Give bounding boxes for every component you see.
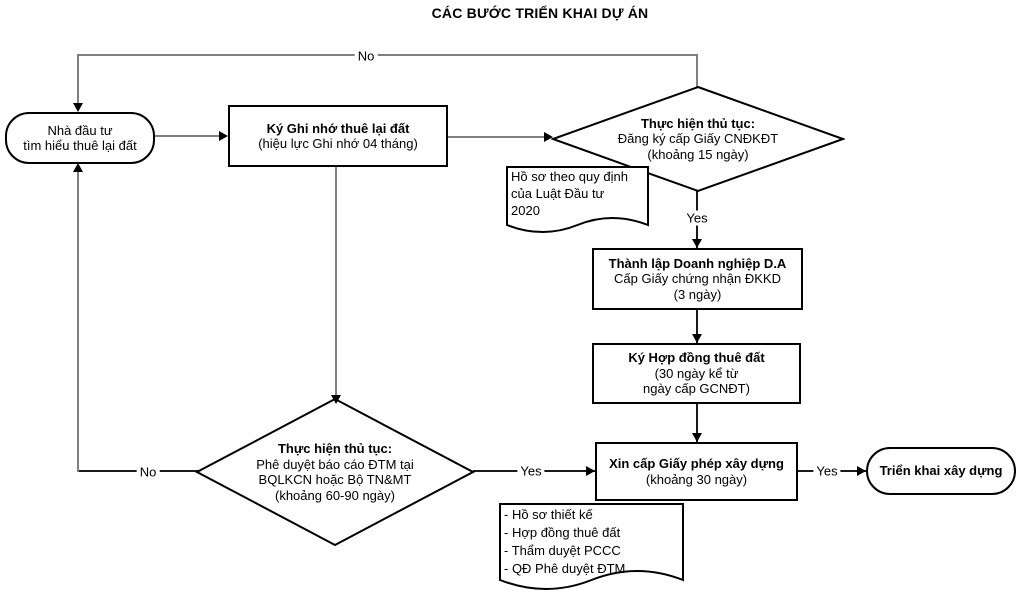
node-establish-company-line3: (3 ngày) (673, 286, 722, 302)
node-building-permit-line1: Xin cấp Giấy phép xây dựng (609, 456, 784, 471)
connector-mou-to-irc (448, 136, 546, 138)
node-decision-irc-text: Thực hiện thủ tục: Đăng ký cấp Giấy CNĐK… (576, 98, 820, 180)
connector-no-top-horizontal (77, 54, 698, 56)
label-yes-eia: Yes (517, 463, 545, 479)
label-no-left: No (136, 464, 160, 480)
node-establish-company-line1: Thành lập Doanh nghiệp D.A (608, 255, 787, 271)
node-establish-company: Thành lập Doanh nghiệp D.A Cấp Giấy chứn… (592, 248, 803, 310)
node-building-permit: Xin cấp Giấy phép xây dựng (khoảng 30 ng… (595, 442, 798, 501)
doc-permit-dossier-line4: - QĐ Phê duyệt ĐTM (504, 561, 626, 576)
node-decision-irc-diamond (551, 85, 845, 193)
node-sign-mou-line1: Ký Ghi nhớ thuê lại đất (266, 120, 410, 136)
node-doc-permit-dossier: - Hồ sơ thiết kế - Hợp đồng thuê đất - T… (498, 502, 685, 602)
node-end-construction-line1: Triển khai xây dựng (879, 463, 1003, 479)
diagram-title: CÁC BƯỚC TRIỂN KHAI DỰ ÁN (431, 5, 649, 21)
node-end-construction: Triển khai xây dựng (866, 447, 1016, 495)
node-sign-land-lease-line1: Ký Hợp đồng thuê đất (628, 350, 765, 366)
doc-investment-law-line3: 2020 (511, 203, 540, 218)
connector-no-top-left-vertical (77, 54, 79, 104)
connector-mou-to-eia (335, 167, 337, 397)
connector-no-top-right-vertical (696, 54, 698, 88)
arrowhead-into-irc (544, 132, 553, 142)
node-decision-eia-line4: (khoảng 60-90 ngày) (275, 487, 395, 503)
arrowhead-into-mou (219, 131, 228, 141)
connector-start-to-mou (155, 135, 221, 137)
node-decision-irc-line2: Đăng ký cấp Giấy CNĐKĐT (617, 131, 779, 147)
connector-establish-to-lease (696, 310, 698, 343)
doc-investment-law-line2: của Luật Đầu tư (511, 186, 605, 201)
node-sign-mou: Ký Ghi nhớ thuê lại đất (hiệu lực Ghi nh… (228, 105, 448, 167)
node-establish-company-line2: Cấp Giấy chứng nhận ĐKKD (614, 271, 781, 287)
connector-no-left-vertical (77, 166, 79, 472)
node-sign-land-lease: Ký Hợp đồng thuê đất (30 ngày kể từ ngày… (592, 343, 801, 404)
node-sign-land-lease-line3: ngày cấp GCNĐT) (643, 381, 750, 397)
doc-permit-dossier-line2: - Hợp đồng thuê đất (504, 525, 621, 540)
node-decision-eia-diamond (195, 397, 475, 547)
node-decision-eia-text: Thực hiện thủ tục: Phê duyệt báo cáo ĐTM… (215, 430, 455, 514)
document-shape-icon (499, 503, 684, 590)
node-doc-investment-law: Hồ sơ theo quy định của Luật Đầu tư 2020 (505, 165, 650, 241)
label-yes-permit: Yes (813, 463, 841, 479)
node-start-line2: tìm hiểu thuê lại đất (23, 138, 137, 153)
arrowhead-into-establish (692, 239, 702, 248)
arrowhead-into-permit-left (586, 466, 595, 476)
node-decision-eia-line1: Thực hiện thủ tục: (277, 441, 393, 456)
label-yes-irc: Yes (683, 210, 711, 226)
arrowhead-into-permit-top (692, 433, 702, 442)
doc-permit-dossier-line1: - Hồ sơ thiết kế (504, 507, 593, 522)
arrowhead-into-start-bottom (73, 163, 83, 172)
connector-lease-to-permit (696, 404, 698, 442)
arrowhead-into-end (857, 466, 866, 476)
arrowhead-into-eia (331, 395, 341, 404)
node-sign-land-lease-line2: (30 ngày kể từ (654, 365, 739, 381)
node-decision-eia-line3: BQLKCN hoặc Bộ TN&MT (258, 472, 412, 487)
label-no-top: No (354, 48, 378, 64)
node-start-line1: Nhà đầu tư (47, 122, 113, 138)
doc-permit-dossier-line3: - Thẩm duyệt PCCC (504, 543, 621, 558)
node-start-investor: Nhà đầu tư tìm hiểu thuê lại đất (5, 112, 155, 164)
node-building-permit-line2: (khoảng 30 ngày) (645, 471, 748, 487)
node-decision-eia-line2: Phê duyệt báo cáo ĐTM tại (256, 456, 414, 472)
node-doc-investment-law-text: Hồ sơ theo quy định của Luật Đầu tư 2020 (505, 165, 650, 222)
node-doc-permit-dossier-text: - Hồ sơ thiết kế - Hợp đồng thuê đất - T… (498, 502, 685, 582)
arrowhead-into-lease (692, 334, 702, 343)
arrowhead-into-start-top (73, 103, 83, 112)
doc-investment-law-line1: Hồ sơ theo quy định (511, 169, 628, 184)
node-decision-irc-line3: (khoảng 15 ngày) (647, 146, 749, 162)
node-decision-irc-line1: Thực hiện thủ tục: (640, 115, 756, 131)
node-sign-mou-line2: (hiệu lực Ghi nhớ 04 tháng) (258, 136, 418, 151)
document-shape-icon (506, 166, 649, 233)
